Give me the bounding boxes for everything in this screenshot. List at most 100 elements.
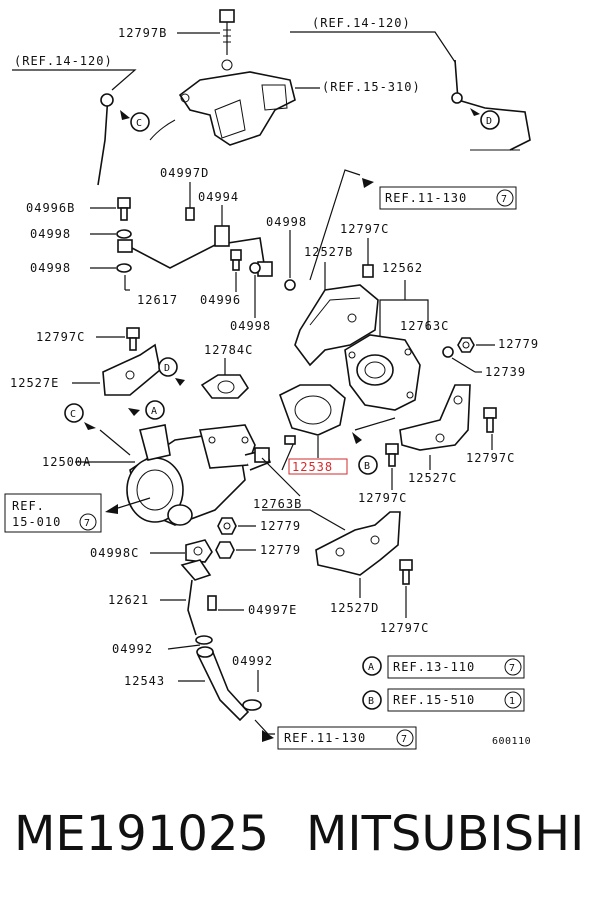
label-04998-a: 04998 [30,227,71,241]
diagram-code: 600110 [492,736,531,747]
label-04998-b: 04998 [30,261,71,275]
callout-C-top [130,112,150,132]
label-12797C-right: 12797C [466,451,515,465]
nut-12779-a [217,517,237,535]
callout-B [358,455,378,475]
label-04996B: 04996B [26,201,75,215]
ref-box-11-130-bottom [277,726,417,750]
label-12779-a: 12779 [260,519,301,533]
brand-name: MITSUBISHI [306,806,585,862]
label-12562: 12562 [382,261,423,275]
label-12538: 12538 [292,460,333,474]
label-12500A: 12500A [42,455,91,469]
bolt-12797C-bottom [399,559,413,585]
bolt-12797C-left [126,327,140,351]
washer-04998-b [116,263,132,273]
label-12527E: 12527E [10,376,59,390]
ref-box-13-110 [387,655,525,679]
washer-04998-c [249,262,261,274]
label-ref-13-110: REF.13-110 [393,660,475,674]
hose-12543 [196,646,262,722]
washer-04998-a [116,229,132,239]
bolt-12797B [219,9,235,55]
label-04998-d: 04998 [266,215,307,229]
label-ref-14-120-left: (REF.14-120) [14,54,113,68]
ref-box-15-510 [387,688,525,712]
highlight-box-12538 [288,458,348,475]
svg-text:7: 7 [509,663,516,674]
stud-12763B [284,435,296,445]
svg-text:7: 7 [501,194,508,205]
label-04998C: 04998C [90,546,139,560]
gasket-12538 [279,384,346,436]
label-04997E: 04997E [248,603,297,617]
manifold-bracket [149,59,296,146]
turbocharger-12500A [126,424,272,526]
label-04998-c: 04998 [230,319,271,333]
svg-text:B: B [364,461,371,472]
svg-text:D: D [486,116,493,127]
label-12543: 12543 [124,674,165,688]
label-12784C: 12784C [204,343,253,357]
svg-text:1: 1 [509,696,516,707]
label-12527D: 12527D [330,601,379,615]
bracket-12527D [315,511,401,576]
oil-pipe-left [97,93,114,186]
label-12621: 12621 [108,593,149,607]
label-12527B: 12527B [304,245,353,259]
label-04996: 04996 [200,293,241,307]
callout-D-top [480,110,500,130]
washer-12739 [442,346,454,358]
label-04992-right: 04992 [232,654,273,668]
svg-text:D: D [164,363,171,374]
part-number: ME191025 [14,806,269,862]
label-04997D: 04997D [160,166,209,180]
label-12763B: 12763B [253,497,302,511]
svg-text:B: B [368,696,375,707]
heat-shield-12527E [102,343,161,396]
gasket-04998C [185,539,213,563]
bolt-04996B [117,197,131,221]
svg-text:7: 7 [401,734,408,745]
bracket-12527C [399,384,471,451]
label-12739: 12739 [485,365,526,379]
legend-callout-A [362,656,382,676]
gasket-12784C [200,374,250,399]
heat-shield-12527B [294,284,379,367]
label-ref-11-130-top: REF.11-130 [385,191,467,205]
bolt-12797C-right [483,407,497,433]
label-ref-15-010-a: REF. [12,499,45,513]
label-12617: 12617 [137,293,178,307]
svg-text:A: A [368,662,375,673]
turbo-exploded-diagram: 12797B (REF.15-310) (REF.14-120) D (REF.… [4,9,539,750]
label-ref-11-130-bottom: REF.11-130 [284,731,366,745]
callout-A [145,400,165,420]
ref-box-15-010 [4,493,102,533]
label-12797B: 12797B [118,26,167,40]
caption: ME191025 MITSUBISHI [0,800,600,880]
bolt-12797C-mid [385,443,399,467]
bolt-04996 [230,249,242,271]
oil-return-pipe-right [451,59,531,151]
label-12763C: 12763C [400,319,449,333]
label-ref-14-120-top: (REF.14-120) [312,16,411,30]
callout-C-mid [64,403,84,423]
washer-04998-d [284,279,296,291]
label-04994: 04994 [198,190,239,204]
label-ref-15-310: (REF.15-310) [322,80,421,94]
label-12797C-top: 12797C [340,222,389,236]
svg-text:C: C [70,409,77,420]
svg-text:A: A [151,406,158,417]
label-ref-15-010-b: 15-010 [12,515,61,529]
label-12779-right: 12779 [498,337,539,351]
label-12797C-left: 12797C [36,330,85,344]
elbow-12562 [344,334,421,411]
nut-12779-right [457,337,475,353]
svg-text:7: 7 [84,518,91,529]
oil-return-pipe-12621 [180,559,212,636]
nut-12779-b [215,541,235,559]
ref-box-11-130-top [379,186,517,210]
label-12527C: 12527C [408,471,457,485]
hose-clamp-04992-left [195,635,213,645]
